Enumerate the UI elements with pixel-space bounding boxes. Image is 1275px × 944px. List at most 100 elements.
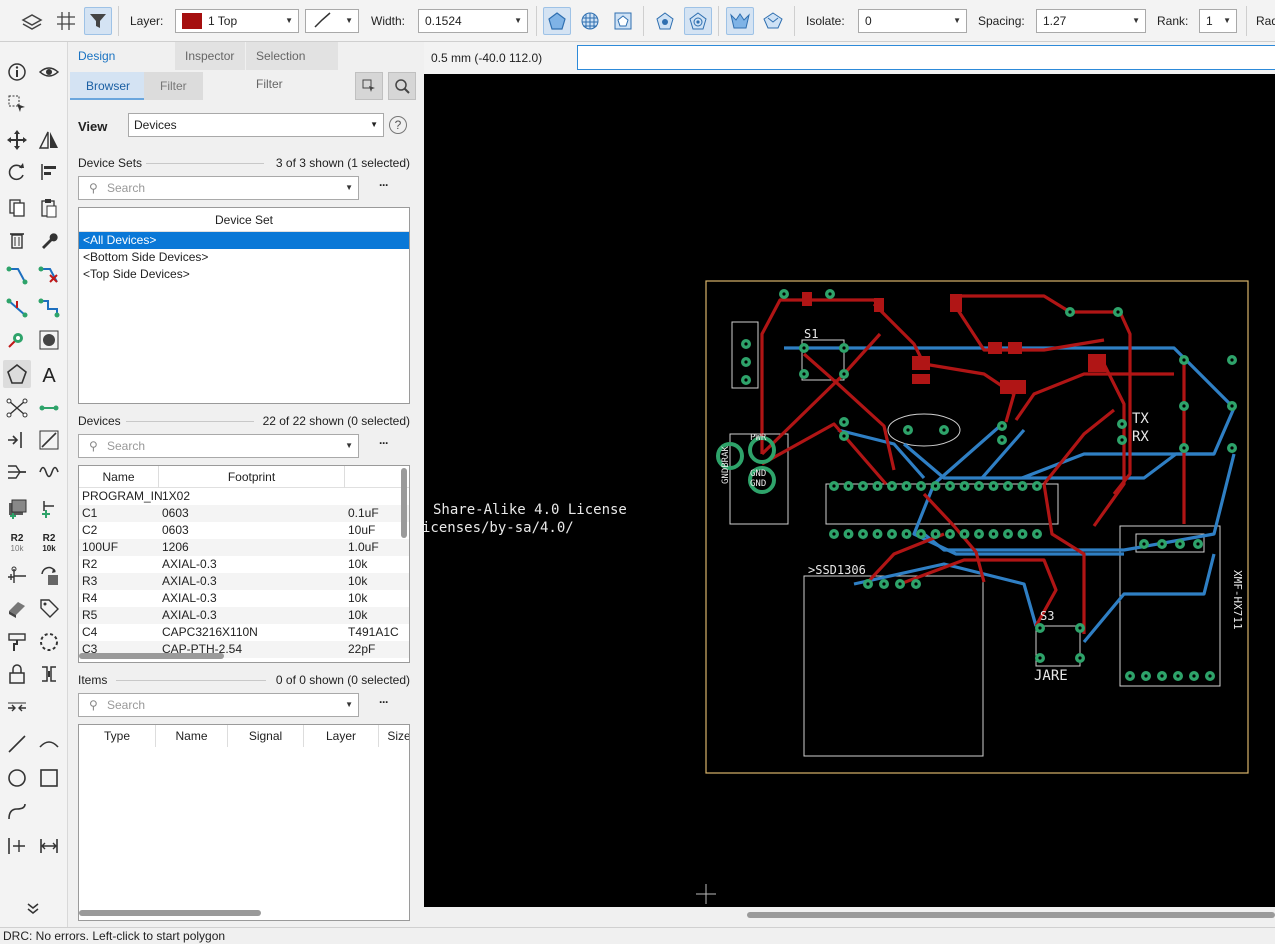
waveform-icon[interactable] xyxy=(35,458,63,486)
add-part-icon[interactable] xyxy=(3,494,31,522)
via-icon[interactable] xyxy=(3,326,31,354)
line-icon[interactable] xyxy=(3,730,31,758)
rank-select[interactable]: 1 ▼ xyxy=(1199,9,1237,33)
width-select[interactable]: 0.1524 ▼ xyxy=(418,9,528,33)
dashed-circle-icon[interactable] xyxy=(35,628,63,656)
rectangle-icon[interactable] xyxy=(35,764,63,792)
mirror-icon[interactable] xyxy=(35,126,63,154)
circle-icon[interactable] xyxy=(3,764,31,792)
dimension-icon[interactable] xyxy=(35,832,63,860)
column-footprint[interactable]: Footprint xyxy=(159,466,345,488)
polygon-icon[interactable] xyxy=(3,360,31,388)
arc-icon[interactable] xyxy=(35,730,63,758)
more-options-icon[interactable]: ··· xyxy=(379,695,389,709)
hole-icon[interactable] xyxy=(35,326,63,354)
filter-icon[interactable] xyxy=(84,7,112,35)
canvas-hscrollbar[interactable] xyxy=(424,907,1275,927)
bus-icon[interactable] xyxy=(3,458,31,486)
replace-icon[interactable] xyxy=(35,562,63,590)
paste-icon[interactable] xyxy=(35,194,63,222)
column-size[interactable]: Size xyxy=(387,729,410,743)
delete-icon[interactable] xyxy=(3,226,31,254)
zoom-to-button[interactable] xyxy=(388,72,416,100)
slash-icon[interactable] xyxy=(35,426,63,454)
subtab-browser[interactable]: Browser xyxy=(70,72,147,100)
split-icon[interactable] xyxy=(35,660,63,688)
tab-design-manager[interactable]: Design Manager xyxy=(68,42,172,91)
device-sets-search-input[interactable]: ⚲Search▼ xyxy=(78,176,359,200)
layer-select[interactable]: 1 Top ▼ xyxy=(175,9,299,33)
canvas-hscroll-thumb[interactable] xyxy=(747,912,1275,918)
miter-icon[interactable] xyxy=(3,694,31,722)
thermal-on-icon[interactable] xyxy=(684,7,712,35)
items-hscroll-thumb[interactable] xyxy=(79,910,261,916)
device-set-row[interactable]: <Bottom Side Devices> xyxy=(83,250,209,264)
board-canvas[interactable]: Share-Alike 4.0 License icenses/by-sa/4.… xyxy=(424,74,1275,907)
column-type[interactable]: Type xyxy=(79,725,156,747)
swap-icon[interactable] xyxy=(3,426,31,454)
help-icon[interactable]: ? xyxy=(389,116,407,134)
device-set-column-header[interactable]: Device Set xyxy=(79,208,409,232)
column-signal[interactable]: Signal xyxy=(228,725,304,747)
device-set-row[interactable]: <Top Side Devices> xyxy=(83,267,190,281)
dimension-mark-icon[interactable] xyxy=(3,832,31,860)
wire-bend-select[interactable]: ▼ xyxy=(305,9,359,33)
thermal-off-icon[interactable] xyxy=(651,7,679,35)
view-select[interactable]: Devices▼ xyxy=(128,113,384,137)
devices-search-input[interactable]: ⚲Search▼ xyxy=(78,434,359,458)
signal-icon[interactable] xyxy=(3,394,31,422)
grid-icon[interactable] xyxy=(52,7,80,35)
tab-inspector[interactable]: Inspector xyxy=(175,42,245,70)
autoroute-icon[interactable] xyxy=(3,294,31,322)
chevron-double-down-icon[interactable] xyxy=(19,894,47,922)
command-input[interactable] xyxy=(577,45,1275,70)
route-icon[interactable] xyxy=(3,262,31,290)
ripup-icon[interactable] xyxy=(35,262,63,290)
paint-icon[interactable] xyxy=(3,628,31,656)
align-icon[interactable] xyxy=(35,158,63,186)
meander-icon[interactable] xyxy=(35,294,63,322)
move-icon[interactable] xyxy=(3,126,31,154)
column-name[interactable]: Name xyxy=(79,466,159,488)
column-name[interactable]: Name xyxy=(156,725,228,747)
isolate-select[interactable]: 0 ▼ xyxy=(858,9,967,33)
add-connector-icon[interactable] xyxy=(35,494,63,522)
devices-hscroll-thumb[interactable] xyxy=(79,653,224,659)
polygon-hatch-icon[interactable] xyxy=(576,7,604,35)
tab-selection-filter[interactable]: Selection Filter xyxy=(246,42,338,91)
add-gate-icon[interactable] xyxy=(3,562,31,590)
orphans-on-icon[interactable] xyxy=(759,7,787,35)
items-search-input[interactable]: ⚲Search▼ xyxy=(78,693,359,717)
smash-icon[interactable] xyxy=(3,594,31,622)
polygon-cutout-icon[interactable] xyxy=(609,7,637,35)
text-icon[interactable]: A xyxy=(35,360,63,388)
device-set-row[interactable]: <All Devices> xyxy=(79,232,409,249)
layers-icon[interactable] xyxy=(18,7,46,35)
polygon-solid-icon[interactable] xyxy=(543,7,571,35)
select-in-editor-button[interactable] xyxy=(355,72,383,100)
spacing-select[interactable]: 1.27 ▼ xyxy=(1036,9,1146,33)
more-options-icon[interactable]: ··· xyxy=(379,436,389,450)
tag-icon[interactable] xyxy=(35,594,63,622)
devices-vscroll-thumb[interactable] xyxy=(401,468,407,538)
wire-icon[interactable] xyxy=(35,394,63,422)
column-layer[interactable]: Layer xyxy=(304,725,379,747)
orphans-off-icon[interactable] xyxy=(726,7,754,35)
info-icon[interactable] xyxy=(3,58,31,86)
rotate-icon[interactable] xyxy=(3,158,31,186)
eye-icon[interactable] xyxy=(35,58,63,86)
select-icon[interactable] xyxy=(3,90,31,118)
spline-icon[interactable] xyxy=(3,798,31,826)
wrench-icon[interactable] xyxy=(35,226,63,254)
